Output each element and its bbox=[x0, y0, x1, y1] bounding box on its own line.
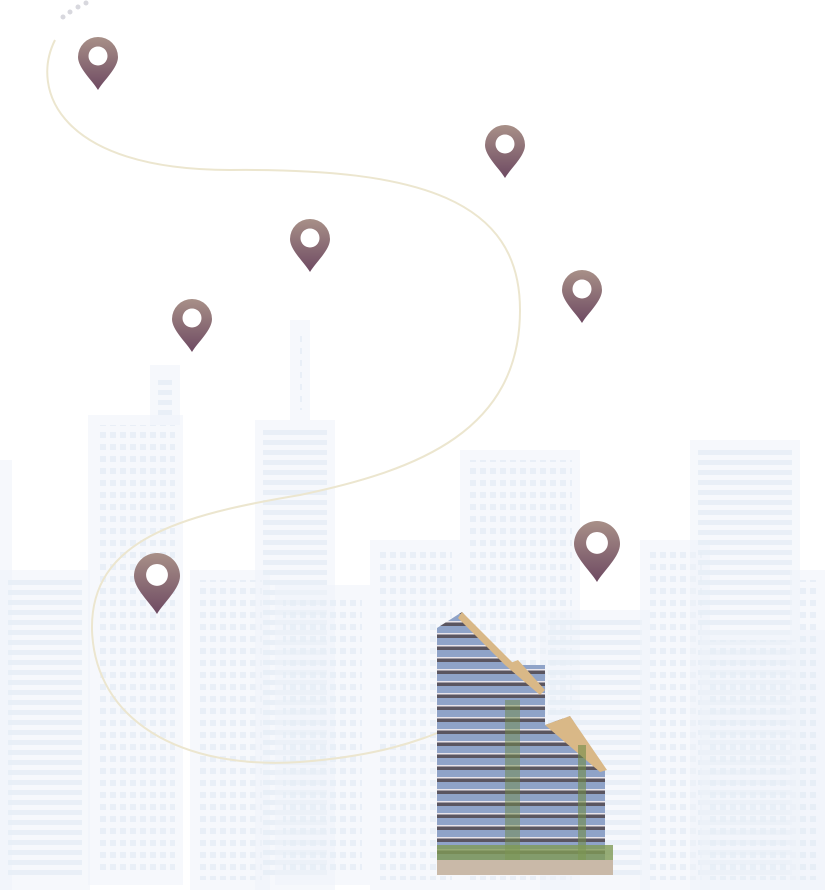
skyline-windows bbox=[8, 580, 82, 880]
map-pins bbox=[78, 37, 620, 614]
map-pin-icon bbox=[134, 553, 180, 614]
skyline-background bbox=[0, 320, 825, 890]
map-pin-icon bbox=[562, 270, 602, 323]
residential-tower-image bbox=[437, 612, 613, 875]
skyline-windows bbox=[158, 375, 172, 415]
skyline-windows bbox=[96, 425, 175, 875]
route-line bbox=[46, 39, 522, 764]
map-pin-icon bbox=[485, 125, 525, 178]
skyline-windows bbox=[198, 580, 262, 880]
map-pin-icon bbox=[78, 37, 118, 90]
skyline-windows bbox=[283, 595, 362, 875]
map-pin-icon bbox=[290, 219, 330, 272]
map-pin-icon bbox=[574, 521, 620, 582]
route-dots bbox=[60, 0, 89, 20]
skyline-windows bbox=[798, 580, 817, 880]
skyline-windows bbox=[298, 330, 302, 410]
map-pin-icon bbox=[172, 299, 212, 352]
